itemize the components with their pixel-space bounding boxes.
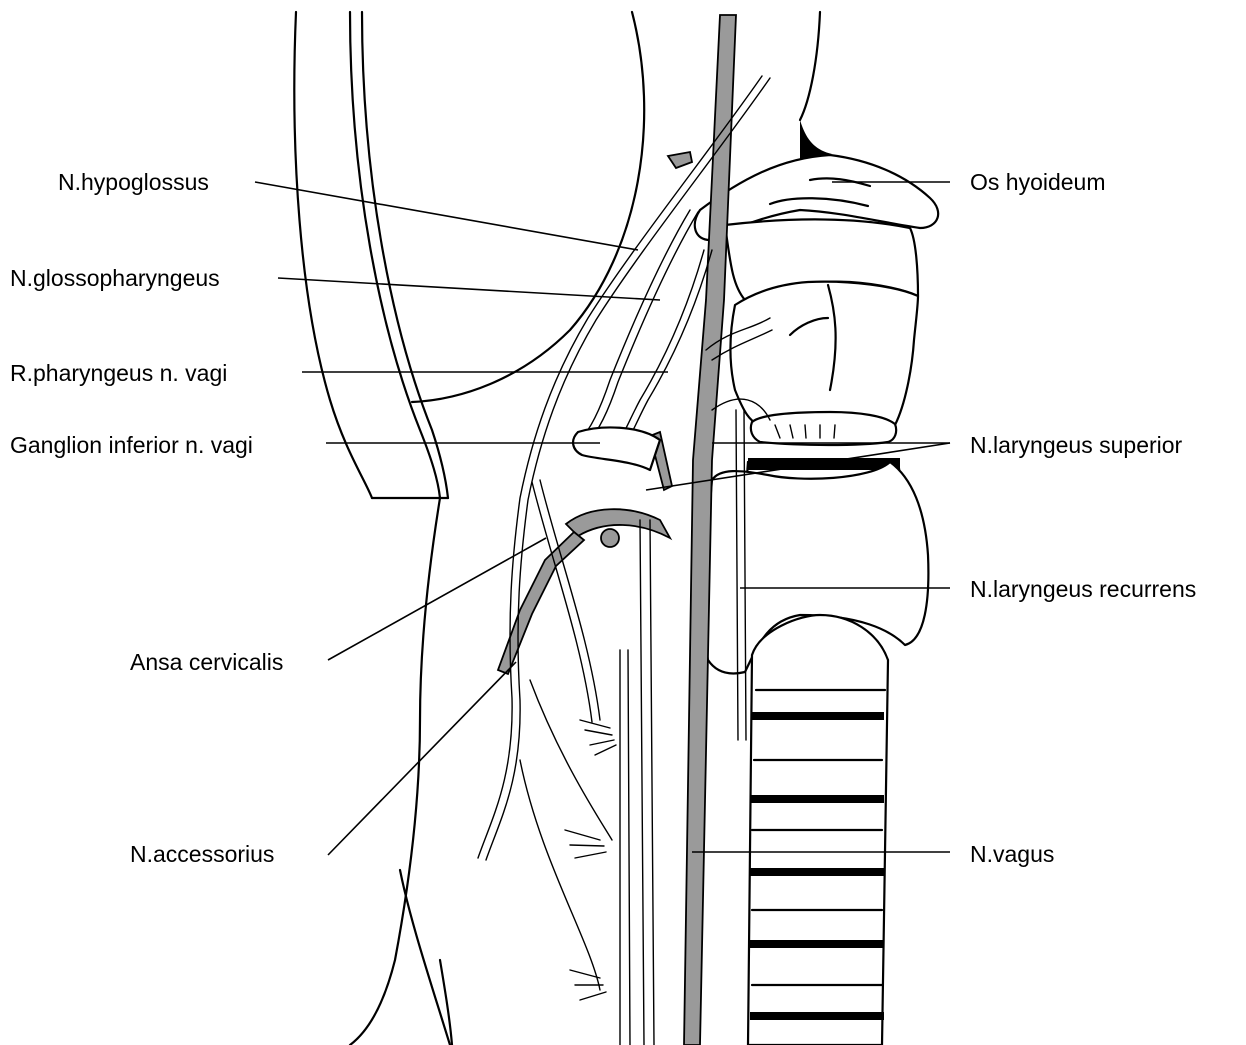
gray-branch-upper <box>668 152 692 168</box>
label-laryngeus-recurrens: N.laryngeus recurrens <box>970 576 1196 602</box>
ganglion-inferior <box>573 427 660 470</box>
leader-accessorius <box>328 662 516 855</box>
label-laryngeus-superior: N.laryngeus superior <box>970 432 1183 458</box>
descending-nerves <box>520 480 654 1045</box>
trachea <box>748 615 888 1045</box>
label-hypoglossus: N.hypoglossus <box>58 169 209 195</box>
label-ansa: Ansa cervicalis <box>130 649 283 675</box>
label-vagus: N.vagus <box>970 841 1054 867</box>
label-ganglion: Ganglion inferior n. vagi <box>10 432 253 458</box>
label-pharyngeus: R.pharyngeus n. vagi <box>10 360 227 386</box>
label-accessorius: N.accessorius <box>130 841 274 867</box>
leader-hypoglossus <box>255 182 638 250</box>
label-hyoideum: Os hyoideum <box>970 169 1106 195</box>
thyroid-cartilage <box>725 219 918 425</box>
label-glossopharyngeus: N.glossopharyngeus <box>10 265 220 291</box>
